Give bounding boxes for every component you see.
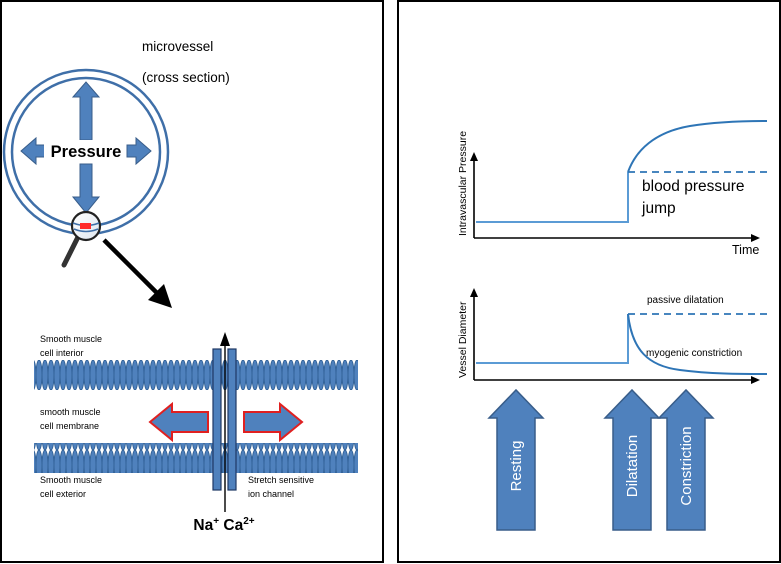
membrane-outer-leaflet: [34, 443, 358, 473]
membrane-label-line1: smooth muscle: [40, 407, 101, 417]
bp-jump-line2: jump: [641, 200, 676, 217]
pressure-y-label: Intravascular Pressure: [457, 131, 469, 236]
channel-label-line1: Stretch sensitive: [248, 475, 314, 485]
ion-na-charge: +: [213, 516, 219, 527]
exterior-label-line2: cell exterior: [40, 489, 86, 499]
myogenic-constriction-curve: [627, 313, 768, 375]
membrane-label-line2: cell membrane: [40, 421, 99, 431]
vessel-title-line1: microvessel: [142, 39, 213, 54]
pressure-label: Pressure: [51, 143, 122, 161]
vessel-title-line2: (cross section): [142, 70, 230, 85]
zoom-arrowhead: [148, 284, 172, 308]
exterior-label-line1: Smooth muscle: [40, 475, 102, 485]
constriction-arrow-label: Constriction: [678, 426, 695, 505]
phase-arrows: Resting Dilatation Constriction: [487, 388, 715, 531]
constriction-arrow: Constriction: [657, 388, 715, 531]
microvessel-diagram: Pressure: [2, 68, 172, 308]
passive-dilatation-label: passive dilatation: [647, 295, 724, 306]
zoom-arrow: [102, 238, 164, 300]
diameter-graph: [470, 288, 768, 384]
time-x-label: Time: [732, 243, 759, 257]
stretch-arrow-left: [148, 401, 209, 443]
channel-label-line2: ion channel: [248, 489, 294, 499]
resting-arrow: Resting: [487, 388, 545, 531]
pressure-arrow-right: [126, 136, 152, 166]
membrane-diagram: [34, 332, 358, 512]
pressure-baseline: [476, 172, 629, 223]
dilatation-arrow-label: Dilatation: [624, 435, 641, 498]
diameter-baseline: [476, 314, 629, 364]
stretch-arrow-right: [243, 401, 304, 443]
interior-label-line2: cell interior: [40, 348, 84, 358]
ion-label: Na+ Ca2+: [193, 516, 254, 534]
ion-channel-right-subunit: [227, 348, 237, 491]
ion-na: Na: [193, 517, 213, 534]
resting-arrow-label: Resting: [508, 441, 525, 492]
pressure-curve: [627, 120, 768, 173]
pressure-arrow-left: [20, 136, 46, 166]
bp-jump-line1: blood pressure: [642, 178, 745, 195]
ion-ca: Ca: [219, 517, 244, 534]
pressure-arrow-up: [71, 81, 101, 141]
ion-channel-left-subunit: [212, 348, 222, 491]
dilatation-arrow: Dilatation: [603, 388, 661, 531]
ion-flux-arrowhead: [220, 332, 230, 346]
membrane-inner-leaflet: [34, 360, 358, 390]
pressure-graph: [470, 120, 768, 242]
pressure-arrow-down: [71, 163, 101, 214]
ion-ca-charge: 2+: [243, 516, 255, 527]
myogenic-constriction-label: myogenic constriction: [646, 348, 742, 359]
magnified-channel-mark: [80, 223, 91, 229]
diameter-y-label: Vessel Diameter: [457, 301, 469, 378]
interior-label-line1: Smooth muscle: [40, 334, 102, 344]
right-panel-frame: [397, 0, 781, 563]
